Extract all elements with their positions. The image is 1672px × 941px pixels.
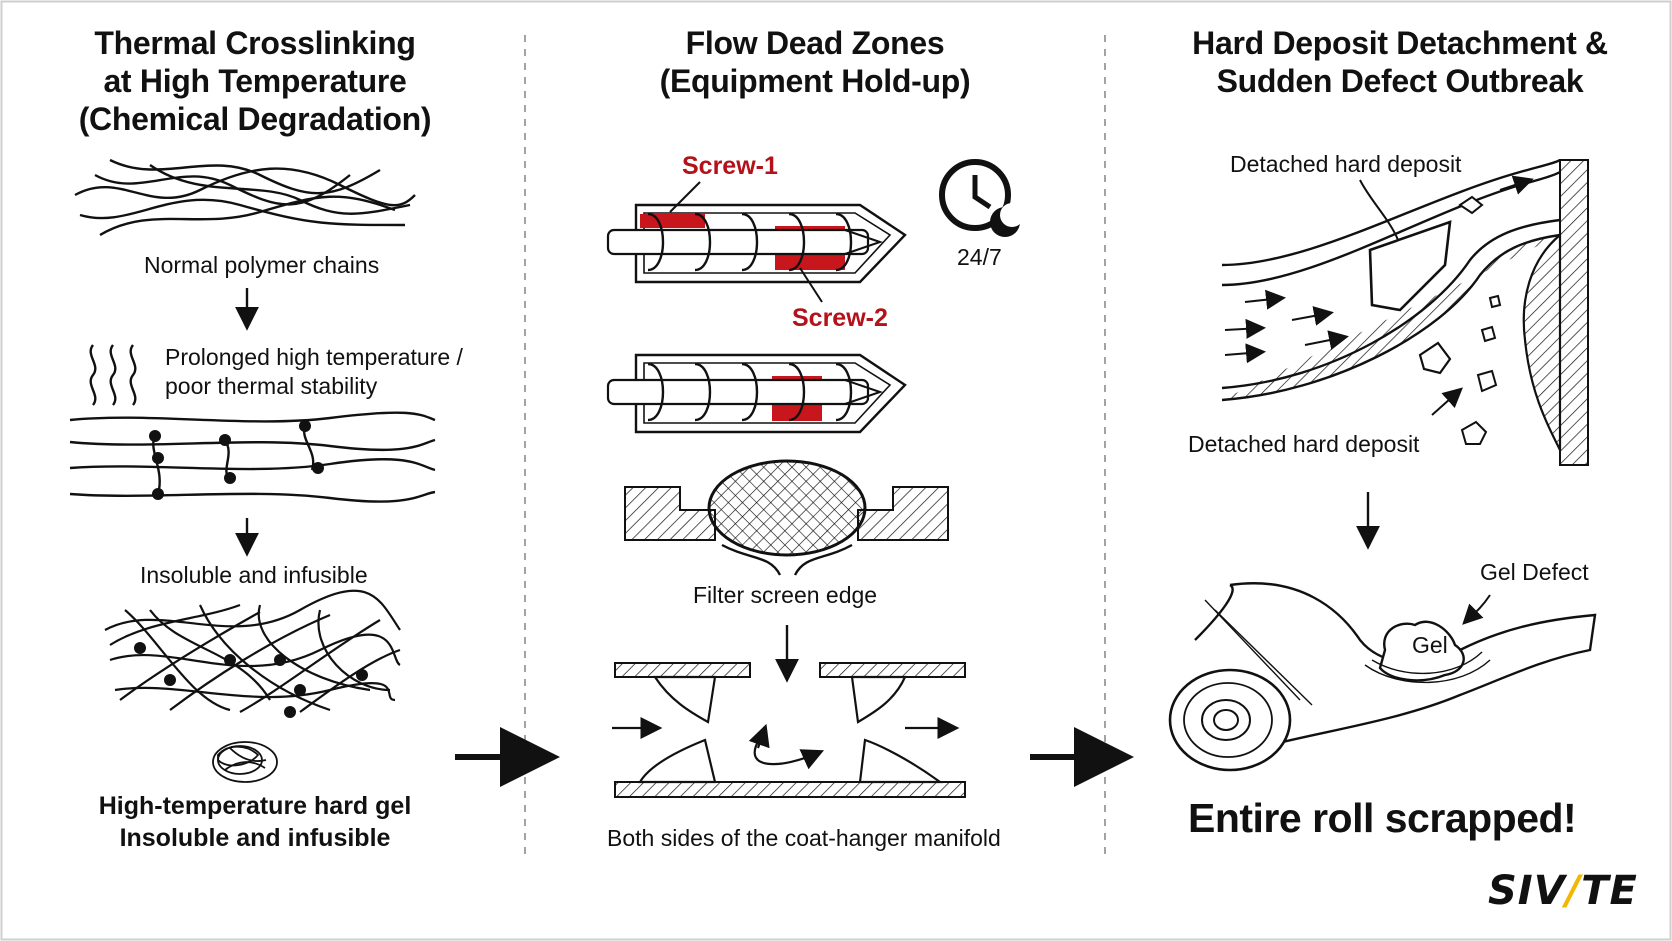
clock-label: 24/7 <box>957 244 1002 270</box>
panel2-title-line1: Flow Dead Zones <box>685 25 945 61</box>
label-insoluble: Insoluble and infusible <box>140 562 368 588</box>
deposit-label-top: Detached hard deposit <box>1230 151 1462 177</box>
label-normal-chains: Normal polymer chains <box>144 252 380 278</box>
gel-ball <box>212 741 278 783</box>
panel1-title: Thermal Crosslinking at High Temperature… <box>40 24 470 138</box>
crosslinked-chains <box>69 411 436 503</box>
gel-label: Gel <box>1412 632 1448 658</box>
screw2-label: Screw-2 <box>792 304 888 332</box>
brand-logo: SIV/TE <box>1488 868 1638 914</box>
dense-network <box>104 589 401 713</box>
label-heat-line2: poor thermal stability <box>165 373 378 399</box>
panel2-title: Flow Dead Zones (Equipment Hold-up) <box>585 24 1045 100</box>
panel1-title-line3: (Chemical Degradation) <box>78 101 432 137</box>
network-nodes <box>134 642 368 718</box>
panel1-title-line1: Thermal Crosslinking <box>94 25 416 61</box>
logo-right: TE <box>1581 868 1638 914</box>
logo-left: SIV <box>1488 868 1566 914</box>
panel2-title-line2: (Equipment Hold-up) <box>659 63 971 99</box>
scrapped-label: Entire roll scrapped! <box>1188 795 1577 841</box>
screw-barrel-2 <box>606 353 907 434</box>
panel3-title-line2: Sudden Defect Outbreak <box>1216 63 1584 99</box>
normal-polymer-chains <box>74 158 416 237</box>
manifold-label: Both sides of the coat-hanger manifold <box>607 825 1001 851</box>
panel1-caption: High-temperature hard gel Insoluble and … <box>40 790 470 854</box>
screw1-label: Screw-1 <box>682 152 778 180</box>
screw1-leader <box>669 181 701 213</box>
panel3-title-line1: Hard Deposit Detachment & <box>1192 25 1608 61</box>
deposit-label-bottom: Detached hard deposit <box>1188 431 1420 457</box>
screw2-leader <box>799 267 823 303</box>
crosslink-nodes <box>149 420 324 500</box>
caption-line2: Insoluble and infusible <box>119 824 391 852</box>
gel-defect-label: Gel Defect <box>1480 559 1589 585</box>
clock-icon <box>939 159 1024 237</box>
caption-line1: High-temperature hard gel <box>98 792 412 820</box>
label-heat-line1: Prolonged high temperature / <box>165 344 463 370</box>
panel3-title: Hard Deposit Detachment & Sudden Defect … <box>1165 24 1635 100</box>
filter-label: Filter screen edge <box>693 582 878 608</box>
scrapped-roll <box>1168 582 1597 772</box>
logo-accent: / <box>1565 868 1582 914</box>
screw-barrel-1 <box>606 203 907 284</box>
heat-wave-icon <box>89 344 137 406</box>
panel1-title-line2: at High Temperature <box>103 63 407 99</box>
filter-screen <box>624 459 949 576</box>
flow-channel <box>1221 158 1589 466</box>
coat-hanger-manifold <box>612 662 966 798</box>
